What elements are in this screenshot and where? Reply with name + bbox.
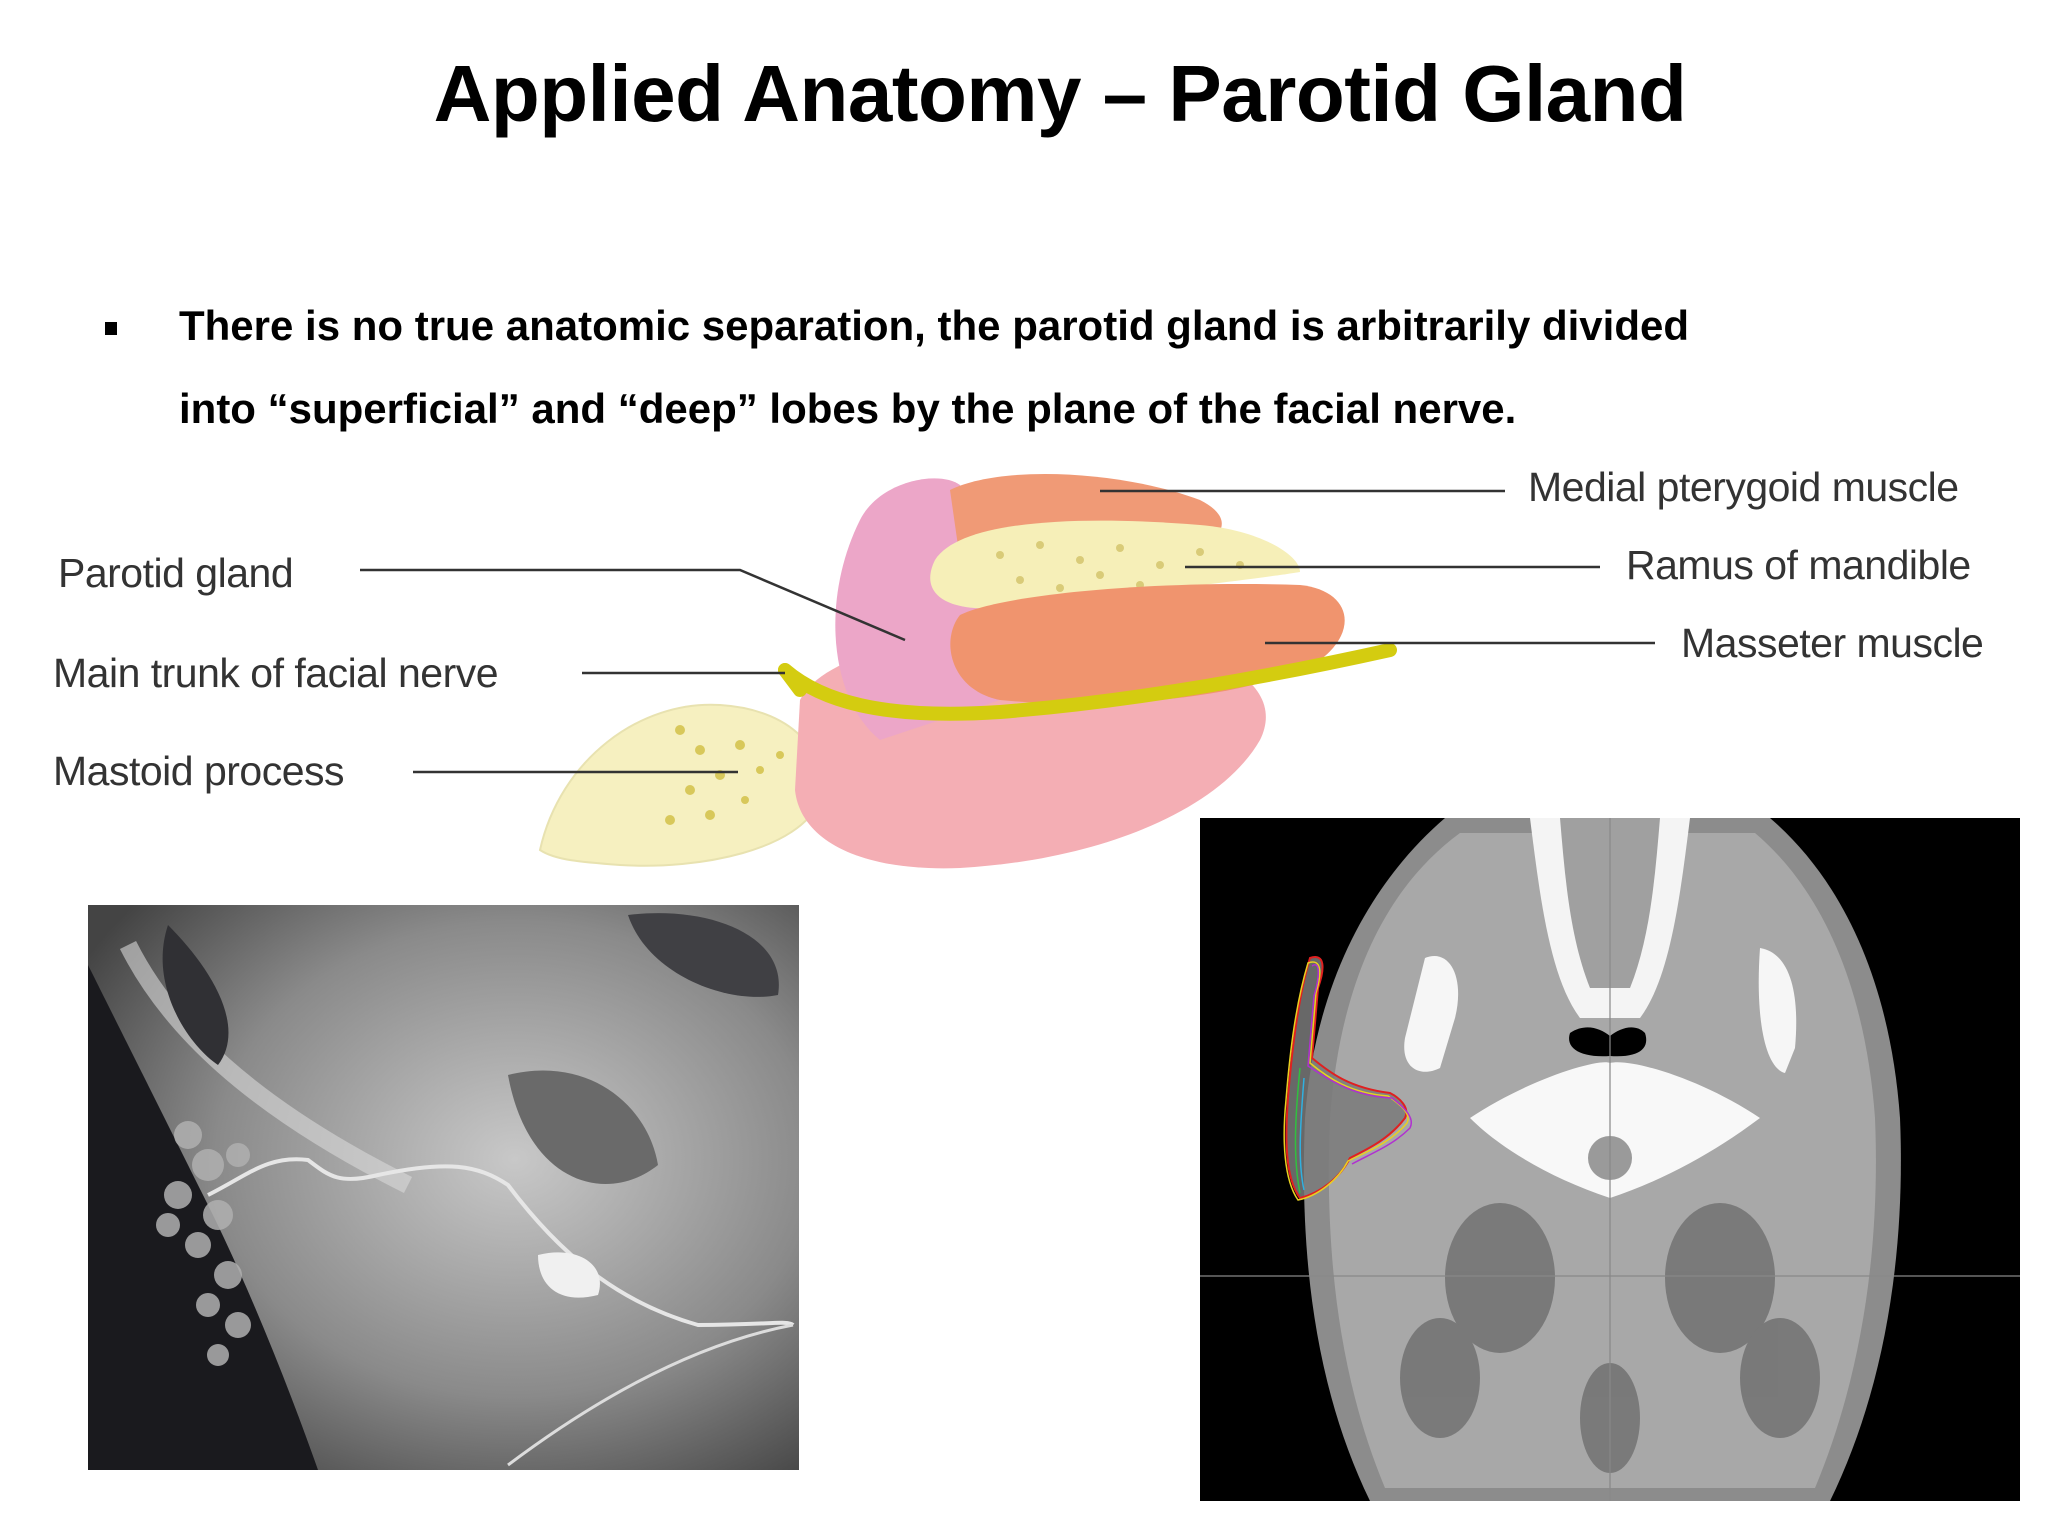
bullet-text-line-1: There is no true anatomic separation, th… [179, 302, 1689, 349]
label-ramus-of-mandible: Ramus of mandible [1626, 542, 1971, 588]
axial-ct-image [1200, 818, 2020, 1501]
label-mastoid-process: Mastoid process [53, 748, 345, 794]
label-parotid-gland: Parotid gland [58, 550, 294, 596]
bullet-marker [105, 322, 117, 335]
bullet-text-line-2: into “superficial” and “deep” lobes by t… [179, 385, 1517, 432]
parotid-anatomy-diagram: Parotid gland Main trunk of facial nerve… [0, 460, 2048, 880]
anatomy-illustration [360, 473, 1655, 869]
label-medial-pterygoid-muscle: Medial pterygoid muscle [1528, 464, 1959, 510]
slide-title: Applied Anatomy – Parotid Gland [433, 49, 1687, 138]
label-masseter-muscle: Masseter muscle [1681, 620, 1984, 666]
sialogram-xray-image [88, 905, 799, 1470]
label-main-trunk-facial-nerve: Main trunk of facial nerve [53, 650, 499, 696]
